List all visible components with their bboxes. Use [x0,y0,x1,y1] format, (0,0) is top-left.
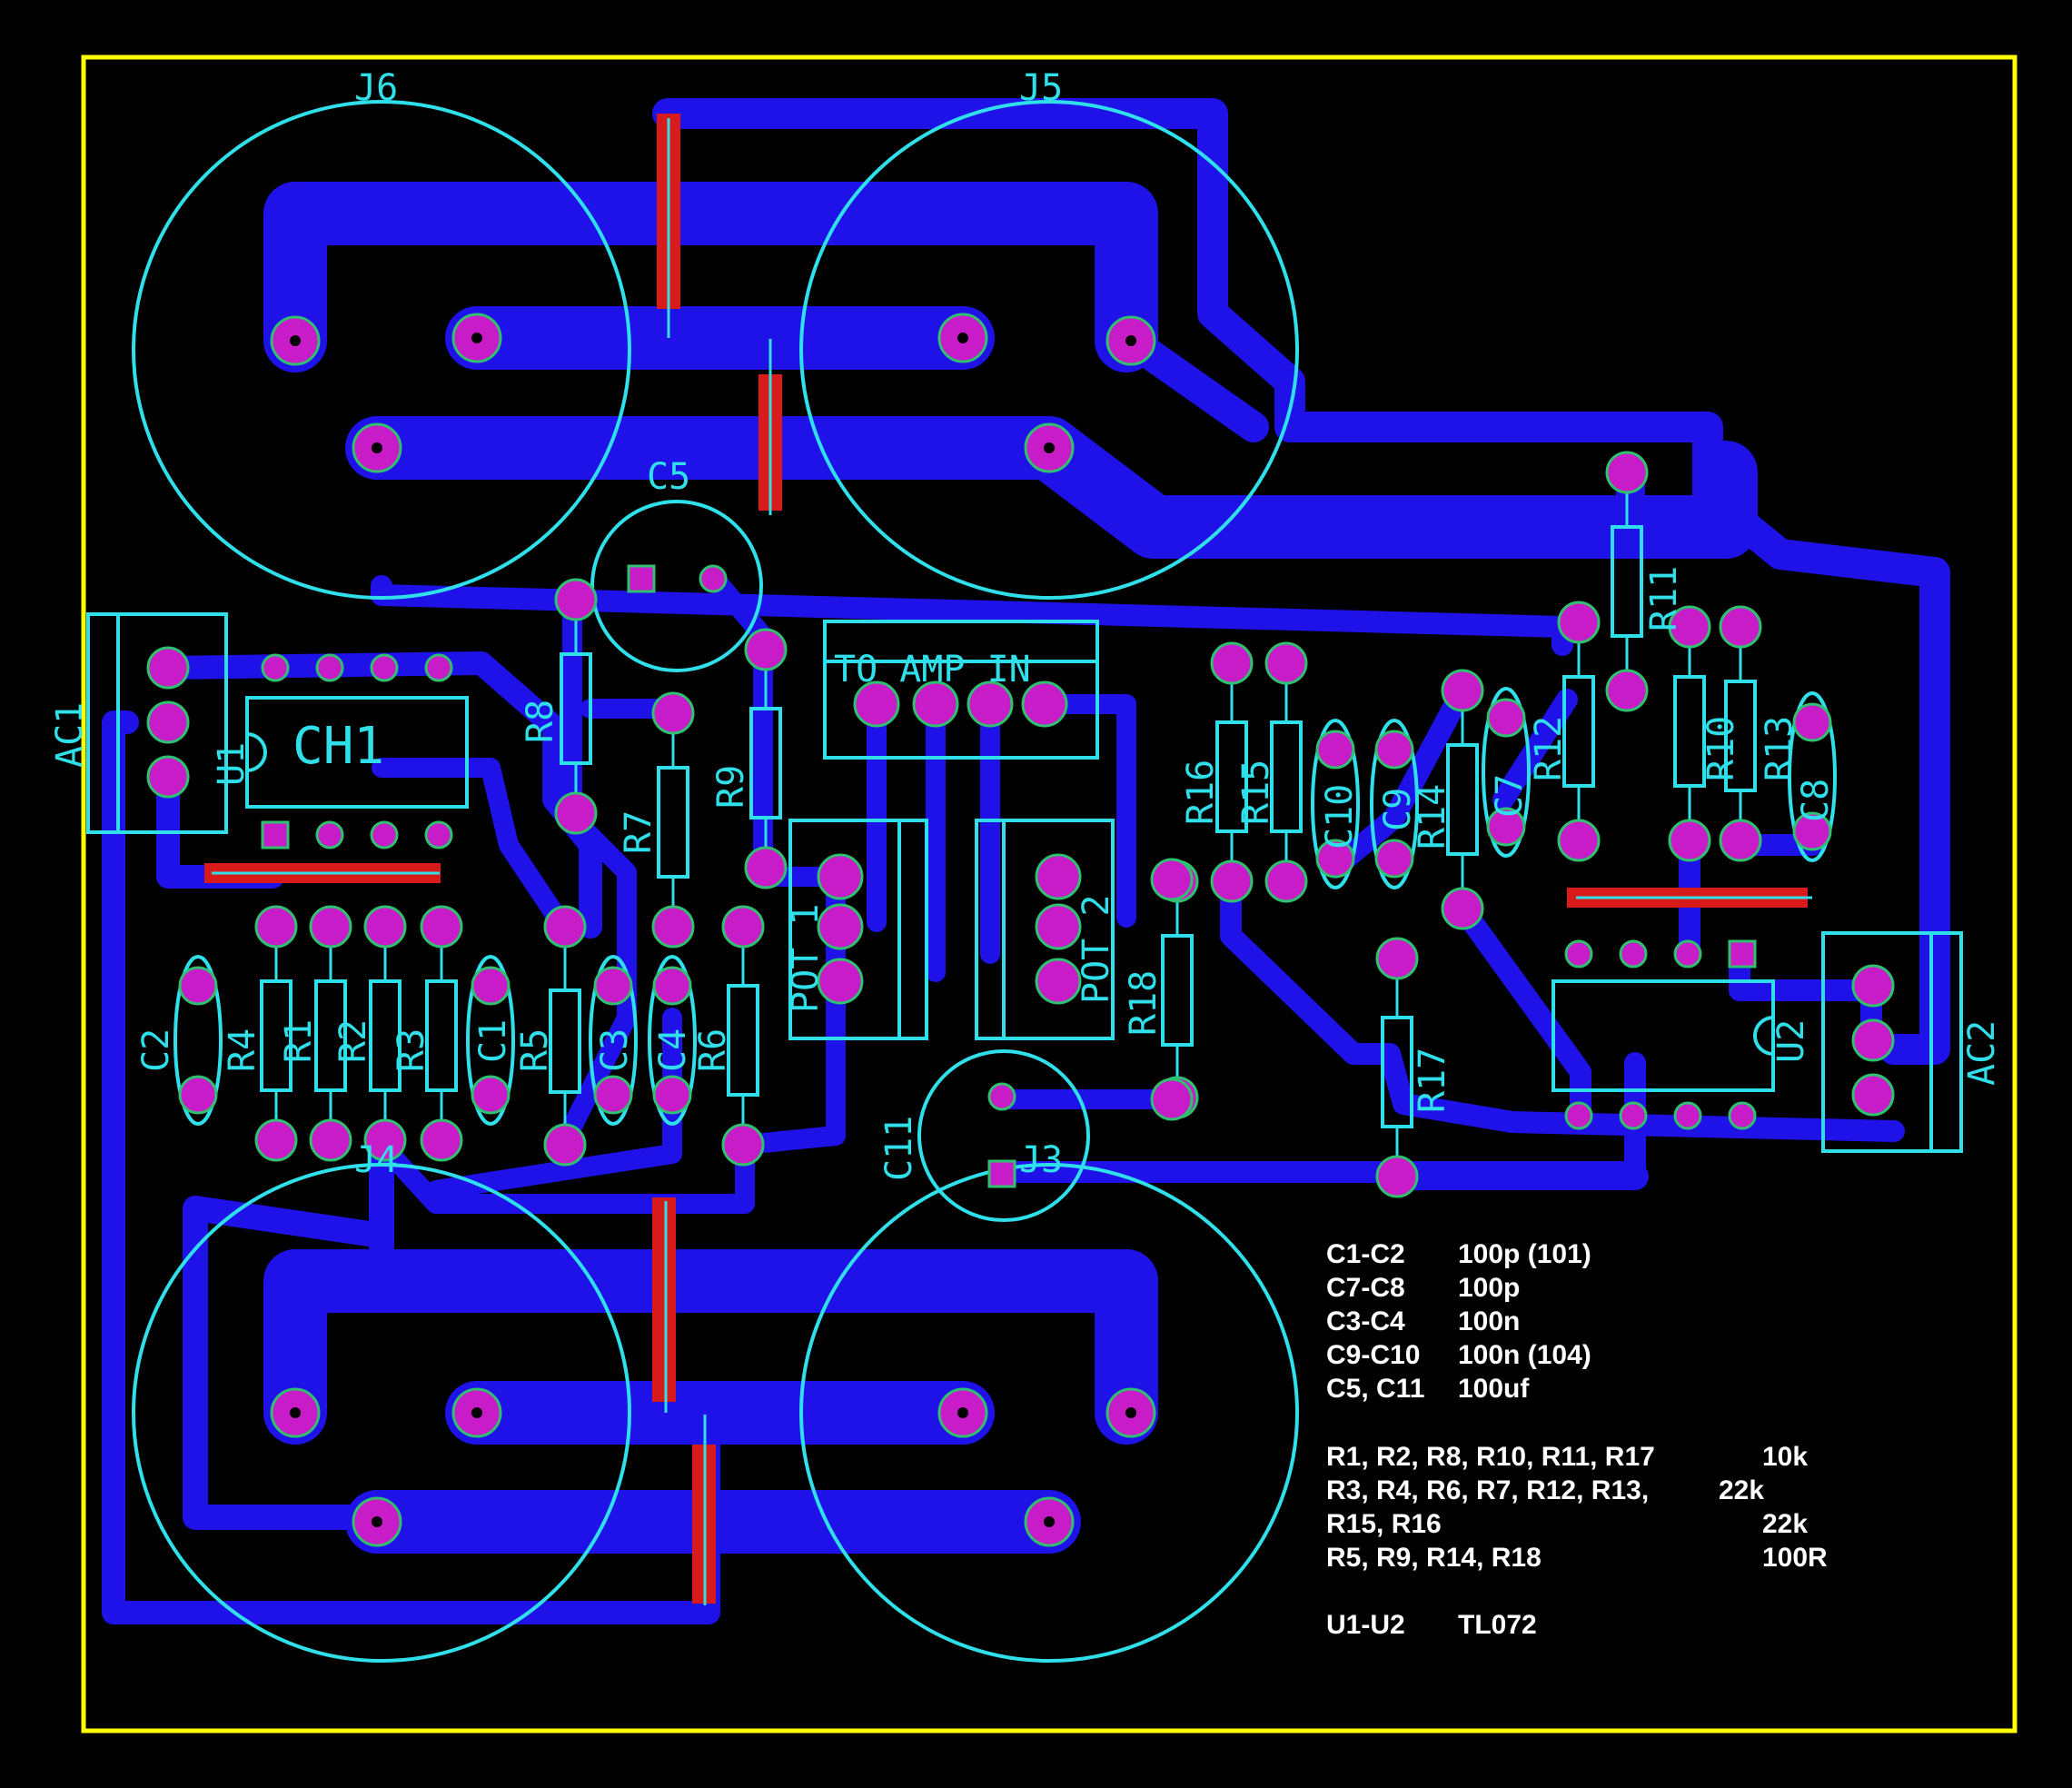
bom-parts: C3-C4 [1326,1306,1405,1336]
bom-parts: C9-C10 [1326,1340,1420,1370]
label-u1: U1 [211,742,253,786]
label-r5: R5 [514,1028,556,1072]
label-r10: R10 [1700,716,1742,781]
jack-j6-outline [132,100,631,600]
label-j3: J3 [1019,1139,1063,1181]
ac1-outline [86,612,228,834]
label-c7: C7 [1489,774,1531,818]
trace-u1-bottom [156,765,284,889]
label-c3: C3 [594,1028,636,1072]
cap-c11-outline [917,1049,1090,1222]
label-r12: R12 [1528,716,1570,781]
label-pot1: POT 1 [785,904,827,1013]
label-r13: R13 [1759,716,1800,781]
bom-parts: R15, R16 [1326,1509,1442,1539]
label-c5: C5 [647,456,690,498]
bom-parts: U1-U2 [1326,1610,1405,1640]
bom-value: 100p (101) [1458,1239,1591,1269]
trace-c4-down [426,1008,682,1200]
label-c8: C8 [1795,779,1837,822]
label-ch1: CH1 [292,717,384,776]
label-u2: U2 [1770,1019,1812,1063]
pot1-outline [788,819,928,1040]
label-r16: R16 [1180,760,1222,825]
ac2-outline [1821,931,1963,1153]
bom-parts: R3, R4, R6, R7, R12, R13, [1326,1475,1649,1505]
label-r8: R8 [520,700,561,743]
label-c11: C11 [878,1116,920,1181]
trace-j4-left [183,1196,394,1530]
bom-value: 100R [1762,1543,1828,1573]
jumper-wires [212,118,1812,1605]
trace-r14 [1452,898,1591,1128]
label-r18: R18 [1123,970,1165,1036]
label-j4: J4 [354,1139,398,1181]
board-outline [81,55,2017,1733]
trace-j5-diag [1115,325,1269,442]
label-j6: J6 [354,67,398,109]
copper-layer [102,98,1950,1624]
trace-u2-right [1729,943,1882,1042]
pads [146,313,1895,1547]
u2-outline [1552,979,1775,1092]
trace-j5-right [652,98,1950,1065]
label-c1: C1 [472,1019,514,1063]
bom-table: C1-C2 100p (101) C7-C8 100p C3-C4 100n C… [1326,1239,1828,1640]
label-r6: R6 [692,1028,734,1072]
trace-j6-ring [263,182,1158,372]
pad-holes [290,333,1136,1527]
trace-r16-r17 [1220,875,1905,1142]
trace-u1-mid [372,758,573,937]
label-r7: R7 [618,810,659,854]
pot2-outline [975,819,1115,1040]
label-r1: R1 [278,1019,320,1063]
label-c2: C2 [135,1028,177,1072]
bom-value: 100n [1458,1306,1520,1336]
label-j5: J5 [1019,67,1063,109]
trace-j4-ring [263,1249,1158,1445]
bom-value: TL072 [1458,1610,1537,1640]
silkscreen-labels: J6 J5 J4 J3 C5 CH1 TO AMP IN AC1 U1 AC2 … [49,67,2003,1181]
label-ac1: AC1 [49,702,91,768]
label-to-amp-in: TO AMP IN [834,649,1031,690]
bom-value: 22k [1762,1509,1808,1539]
bom-parts: C7-C8 [1326,1273,1405,1303]
trace-c5-pot [372,567,846,1214]
bom-parts: R1, R2, R8, R10, R11, R17 [1326,1442,1655,1472]
label-c10: C10 [1319,784,1361,849]
jack-j5-outline [799,100,1299,600]
jack-j4-outline [132,1163,631,1663]
bom-value: 100p [1458,1273,1520,1303]
label-ac2: AC2 [1961,1020,2003,1086]
bom-parts: C5, C11 [1326,1374,1424,1404]
label-r15: R15 [1235,760,1277,825]
trace-to-amp-4 [1035,694,1136,928]
label-r4: R4 [222,1028,263,1072]
bom-parts: R5, R9, R14, R18 [1326,1543,1542,1573]
label-c4: C4 [652,1028,694,1072]
label-pot2: POT 2 [1076,895,1117,1004]
label-r11: R11 [1643,566,1685,631]
bom-value: 100n (104) [1458,1340,1591,1370]
bom-value: 10k [1762,1442,1808,1472]
label-r3: R3 [391,1028,432,1072]
label-r17: R17 [1412,1048,1453,1113]
trace-r8 [553,590,637,1155]
bom-parts: C1-C2 [1326,1239,1405,1269]
label-r2: R2 [332,1019,374,1063]
label-r14: R14 [1412,784,1453,849]
trace-r12-c7 [1492,689,1578,810]
to-amp-in-outline [823,620,1099,760]
jumpers [204,114,1808,1604]
bom-value: 22k [1719,1475,1764,1505]
cap-c5-outline [590,500,763,672]
u1-outline [245,696,469,809]
jack-j3-outline [799,1163,1299,1663]
label-r9: R9 [710,765,752,809]
label-c9: C9 [1377,788,1419,831]
bom-value: 100uf [1458,1374,1530,1404]
